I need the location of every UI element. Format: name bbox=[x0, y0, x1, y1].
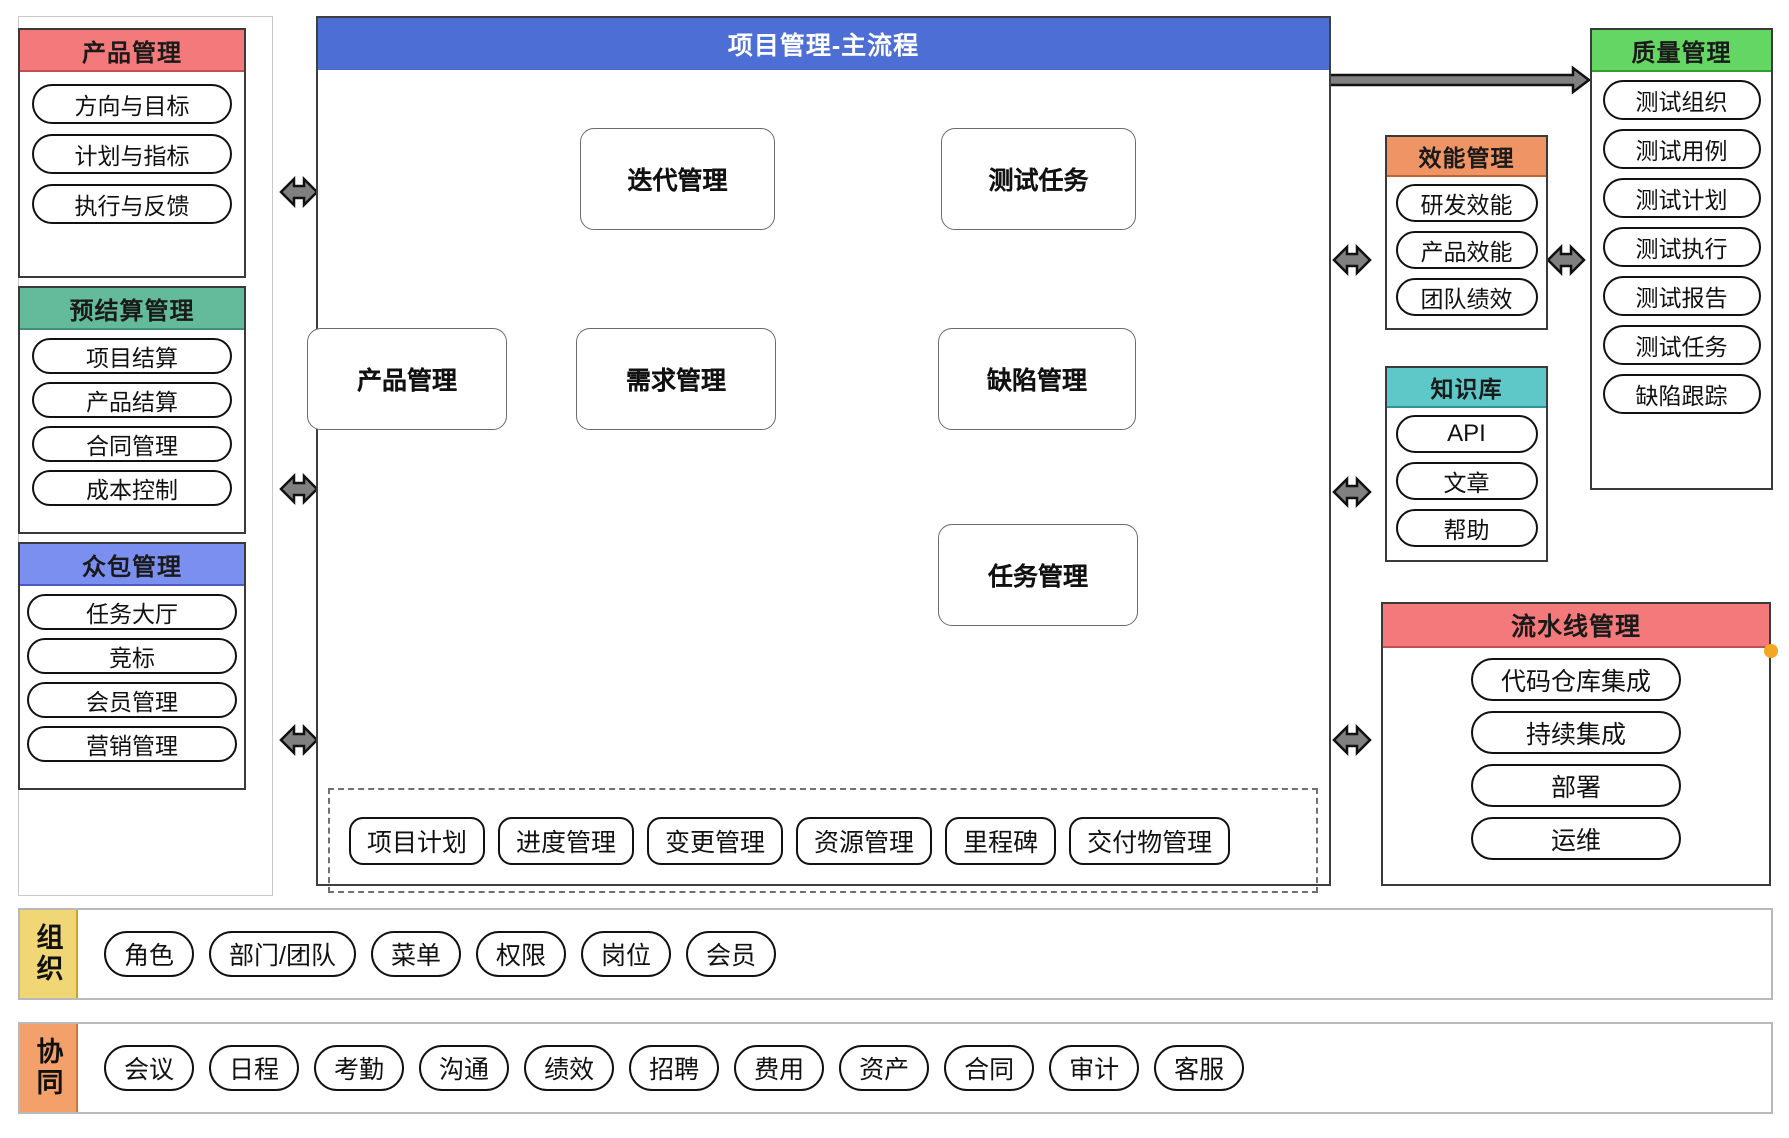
pill-quality-2[interactable]: 测试计划 bbox=[1602, 178, 1761, 218]
node-task-management[interactable]: 任务管理 bbox=[938, 524, 1138, 626]
panel-quality-management[interactable]: 质量管理 测试组织 测试用例 测试计划 测试执行 测试报告 测试任务 缺陷跟踪 bbox=[1590, 28, 1773, 490]
bottom-bar-items-collaboration: 会议 日程 考勤 沟通 绩效 招聘 费用 资产 合同 审计 客服 bbox=[78, 1024, 1771, 1112]
panel-crowdsource-management[interactable]: 众包管理 任务大厅 竞标 会员管理 营销管理 bbox=[18, 542, 246, 790]
pill-subitem-3[interactable]: 资源管理 bbox=[796, 816, 933, 865]
pill-budget-0[interactable]: 项目结算 bbox=[32, 338, 232, 374]
pill-org-0[interactable]: 角色 bbox=[104, 931, 195, 977]
pill-collab-10[interactable]: 客服 bbox=[1154, 1045, 1245, 1091]
pill-crowdsource-1[interactable]: 竞标 bbox=[27, 638, 237, 674]
pill-quality-6[interactable]: 缺陷跟踪 bbox=[1602, 374, 1761, 414]
pill-org-5[interactable]: 会员 bbox=[686, 931, 777, 977]
pill-quality-4[interactable]: 测试报告 bbox=[1602, 276, 1761, 316]
pill-collab-3[interactable]: 沟通 bbox=[419, 1045, 510, 1091]
pill-collab-2[interactable]: 考勤 bbox=[314, 1045, 405, 1091]
pill-collab-0[interactable]: 会议 bbox=[104, 1045, 195, 1091]
pill-collab-5[interactable]: 招聘 bbox=[629, 1045, 720, 1091]
node-product-management[interactable]: 产品管理 bbox=[307, 328, 507, 430]
pill-quality-0[interactable]: 测试组织 bbox=[1602, 80, 1761, 120]
pill-subitem-1[interactable]: 进度管理 bbox=[498, 816, 635, 865]
panel-main-flow: 项目管理-主流程 bbox=[316, 16, 1331, 886]
pill-knowledge-0[interactable]: API bbox=[1395, 415, 1538, 453]
pill-collab-1[interactable]: 日程 bbox=[209, 1045, 300, 1091]
pipeline-status-dot bbox=[1764, 644, 1778, 658]
pill-pipeline-2[interactable]: 部署 bbox=[1471, 764, 1681, 807]
pill-knowledge-2[interactable]: 帮助 bbox=[1395, 509, 1538, 547]
node-iteration-management[interactable]: 迭代管理 bbox=[580, 128, 775, 230]
pill-quality-5[interactable]: 测试任务 bbox=[1602, 325, 1761, 365]
pill-product-1[interactable]: 计划与指标 bbox=[32, 134, 232, 174]
panel-header-quality-management: 质量管理 bbox=[1592, 30, 1771, 72]
bottom-bar-items-organization: 角色 部门/团队 菜单 权限 岗位 会员 bbox=[78, 910, 1771, 998]
pill-crowdsource-0[interactable]: 任务大厅 bbox=[27, 594, 237, 630]
pill-org-4[interactable]: 岗位 bbox=[581, 931, 672, 977]
pill-subitem-4[interactable]: 里程碑 bbox=[945, 816, 1057, 865]
panel-efficiency-management[interactable]: 效能管理 研发效能 产品效能 团队绩效 bbox=[1385, 135, 1548, 330]
panel-knowledge-base[interactable]: 知识库 API 文章 帮助 bbox=[1385, 366, 1548, 562]
pill-pipeline-1[interactable]: 持续集成 bbox=[1471, 711, 1681, 754]
pill-pipeline-0[interactable]: 代码仓库集成 bbox=[1471, 658, 1681, 701]
pill-subitem-0[interactable]: 项目计划 bbox=[349, 816, 486, 865]
pill-efficiency-2[interactable]: 团队绩效 bbox=[1395, 278, 1538, 316]
pill-collab-9[interactable]: 审计 bbox=[1049, 1045, 1140, 1091]
pill-pipeline-3[interactable]: 运维 bbox=[1471, 817, 1681, 860]
bottom-bar-organization: 组织 角色 部门/团队 菜单 权限 岗位 会员 bbox=[18, 908, 1773, 1000]
pill-crowdsource-3[interactable]: 营销管理 bbox=[27, 726, 237, 762]
bottom-bar-label-collaboration: 协同 bbox=[20, 1024, 78, 1112]
pill-quality-1[interactable]: 测试用例 bbox=[1602, 129, 1761, 169]
pill-org-3[interactable]: 权限 bbox=[475, 931, 566, 977]
panel-header-efficiency-management: 效能管理 bbox=[1387, 137, 1546, 177]
pill-quality-3[interactable]: 测试执行 bbox=[1602, 227, 1761, 267]
panel-header-product-management: 产品管理 bbox=[20, 30, 244, 72]
pill-collab-8[interactable]: 合同 bbox=[944, 1045, 1035, 1091]
pill-collab-7[interactable]: 资产 bbox=[839, 1045, 930, 1091]
panel-pipeline-management[interactable]: 流水线管理 代码仓库集成 持续集成 部署 运维 bbox=[1381, 602, 1771, 886]
pill-collab-4[interactable]: 绩效 bbox=[524, 1045, 615, 1091]
pill-crowdsource-2[interactable]: 会员管理 bbox=[27, 682, 237, 718]
pill-subitem-2[interactable]: 变更管理 bbox=[647, 816, 784, 865]
pill-knowledge-1[interactable]: 文章 bbox=[1395, 462, 1538, 500]
pill-org-1[interactable]: 部门/团队 bbox=[209, 931, 356, 977]
pill-org-2[interactable]: 菜单 bbox=[370, 931, 461, 977]
bottom-bar-collaboration: 协同 会议 日程 考勤 沟通 绩效 招聘 费用 资产 合同 审计 客服 bbox=[18, 1022, 1773, 1114]
main-flow-subitems-group: 项目计划 进度管理 变更管理 资源管理 里程碑 交付物管理 bbox=[328, 788, 1318, 893]
pill-budget-2[interactable]: 合同管理 bbox=[32, 426, 232, 462]
pill-efficiency-1[interactable]: 产品效能 bbox=[1395, 231, 1538, 269]
pill-collab-6[interactable]: 费用 bbox=[734, 1045, 825, 1091]
pill-budget-3[interactable]: 成本控制 bbox=[32, 470, 232, 506]
node-defect-management[interactable]: 缺陷管理 bbox=[938, 328, 1136, 430]
pill-efficiency-0[interactable]: 研发效能 bbox=[1395, 184, 1538, 222]
pill-product-2[interactable]: 执行与反馈 bbox=[32, 184, 232, 224]
pill-product-0[interactable]: 方向与目标 bbox=[32, 84, 232, 124]
panel-header-budget-management: 预结算管理 bbox=[20, 288, 244, 330]
panel-header-knowledge-base: 知识库 bbox=[1387, 368, 1546, 408]
node-test-task[interactable]: 测试任务 bbox=[941, 128, 1136, 230]
panel-budget-management[interactable]: 预结算管理 项目结算 产品结算 合同管理 成本控制 bbox=[18, 286, 246, 534]
pill-subitem-5[interactable]: 交付物管理 bbox=[1069, 816, 1231, 865]
main-flow-title: 项目管理-主流程 bbox=[318, 18, 1329, 70]
panel-header-crowdsource-management: 众包管理 bbox=[20, 544, 244, 586]
panel-product-management[interactable]: 产品管理 方向与目标 计划与指标 执行与反馈 bbox=[18, 28, 246, 278]
node-requirement-management[interactable]: 需求管理 bbox=[576, 328, 776, 430]
panel-header-pipeline-management: 流水线管理 bbox=[1383, 604, 1769, 648]
bottom-bar-label-organization: 组织 bbox=[20, 910, 78, 998]
pill-budget-1[interactable]: 产品结算 bbox=[32, 382, 232, 418]
